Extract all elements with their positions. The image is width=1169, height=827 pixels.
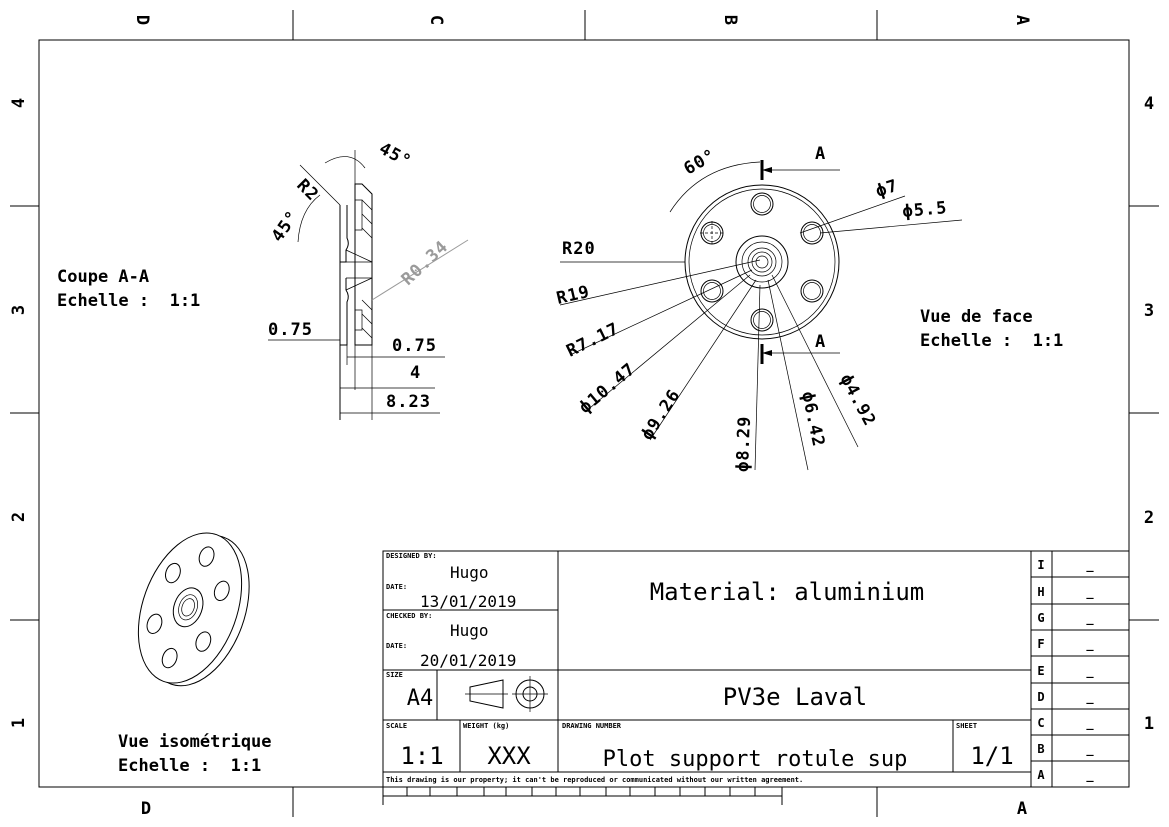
rev-letter-b: B: [1037, 742, 1044, 756]
revision-table: I _ H _ G _ F _ E _ D _ C _ B _ A _: [1037, 558, 1094, 783]
iso-view-title: Vue isométrique: [118, 732, 272, 752]
rev-letter-d: D: [1037, 690, 1044, 704]
section-view-geometry: [268, 150, 469, 420]
checked-by-value: Hugo: [450, 621, 489, 640]
zone-col-top-d: D: [132, 15, 152, 25]
zone-row-right-3: 3: [1144, 301, 1154, 321]
rev-value-b: _: [1086, 742, 1094, 757]
date1-value: 13/01/2019: [420, 592, 516, 611]
date2-value: 20/01/2019: [420, 651, 516, 670]
zone-col-top-c: C: [426, 15, 446, 25]
zone-col-bottom-a: A: [1017, 799, 1027, 819]
zone-row-right-4: 4: [1144, 94, 1154, 114]
dim-dia-829: ϕ8.29: [733, 415, 755, 472]
sheet-label: SHEET: [956, 722, 977, 730]
dim-60-angle: 60°: [681, 145, 720, 179]
front-view-title: Vue de face: [920, 307, 1033, 327]
zone-col-top-a: A: [1012, 15, 1032, 25]
iso-view-geometry: [137, 532, 250, 687]
weight-value: XXX: [487, 742, 531, 770]
section-view-scale: Echelle : 1:1: [57, 291, 200, 311]
rev-value-h: _: [1086, 585, 1094, 600]
front-view-geometry: [559, 160, 963, 471]
dim-r19: R19: [555, 282, 592, 309]
zone-col-top-b: B: [720, 15, 740, 25]
dim-r034: R0.34: [398, 237, 453, 290]
material-text: Material: aluminium: [650, 578, 925, 606]
dim-dia-492: ϕ4.92: [836, 371, 880, 430]
zone-row-right-1: 1: [1144, 714, 1154, 734]
zone-row-left-4: 4: [9, 98, 29, 108]
weight-label: WEIGHT (kg): [463, 722, 509, 730]
scale-label: SCALE: [386, 722, 407, 730]
dim-4: 4: [410, 363, 421, 383]
dim-dia-55: ϕ5.5: [902, 198, 949, 222]
dim-r20: R20: [562, 239, 596, 259]
iso-view-scale: Echelle : 1:1: [118, 756, 261, 776]
sheet-value: 1/1: [970, 742, 1013, 770]
rev-value-g: _: [1086, 611, 1094, 626]
date1-label: DATE:: [386, 583, 407, 591]
rev-letter-i: I: [1037, 558, 1044, 572]
dim-dia-7: ϕ7: [873, 176, 901, 202]
bolt-holes: [700, 192, 824, 332]
rev-value-f: _: [1086, 637, 1094, 652]
size-label: SIZE: [386, 671, 403, 679]
date2-label: DATE:: [386, 642, 407, 650]
size-value: A4: [407, 686, 434, 711]
dim-dia-1047: ϕ10.47: [575, 359, 640, 418]
checked-by-label: CHECKED BY:: [386, 612, 432, 620]
zone-row-left-3: 3: [9, 305, 29, 315]
rev-letter-c: C: [1037, 716, 1044, 730]
zone-row-left-2: 2: [9, 512, 29, 522]
rev-value-e: _: [1086, 664, 1094, 679]
section-view-title: Coupe A-A: [57, 267, 149, 287]
disclaimer-text: This drawing is our property; it can't b…: [386, 776, 803, 784]
zone-row-right-2: 2: [1144, 508, 1154, 528]
zone-col-bottom-d: D: [141, 799, 151, 819]
front-view-scale: Echelle : 1:1: [920, 331, 1063, 351]
designed-by-label: DESIGNED BY:: [386, 552, 437, 560]
front-marker-a-bottom: A: [815, 332, 826, 352]
title-block: [382, 550, 1130, 805]
front-marker-a-top: A: [815, 144, 826, 164]
rev-value-i: _: [1086, 558, 1094, 573]
designed-by-value: Hugo: [450, 563, 489, 582]
rev-letter-g: G: [1037, 611, 1044, 625]
dim-823: 8.23: [386, 392, 431, 412]
scale-value: 1:1: [400, 742, 443, 770]
dim-r2: R2: [292, 175, 322, 205]
drawing-number-value: Plot support rotule sup: [603, 747, 908, 772]
company-name: PV3e Laval: [723, 683, 868, 711]
zone-row-left-1: 1: [9, 718, 29, 728]
rev-value-d: _: [1086, 690, 1094, 705]
dim-075-left: 0.75: [268, 320, 313, 340]
rev-letter-e: E: [1037, 664, 1044, 678]
drawing-number-label: DRAWING NUMBER: [562, 722, 622, 730]
dim-dia-926: ϕ9.26: [637, 386, 684, 444]
rev-value-c: _: [1086, 716, 1094, 731]
rev-letter-h: H: [1037, 585, 1044, 599]
rev-value-a: _: [1086, 768, 1094, 783]
dim-075-right: 0.75: [392, 336, 437, 356]
dim-angle-45-top: 45°: [376, 139, 415, 172]
rev-letter-a: A: [1037, 768, 1045, 782]
rev-letter-f: F: [1037, 637, 1044, 651]
dim-r717: R7.17: [563, 319, 622, 362]
